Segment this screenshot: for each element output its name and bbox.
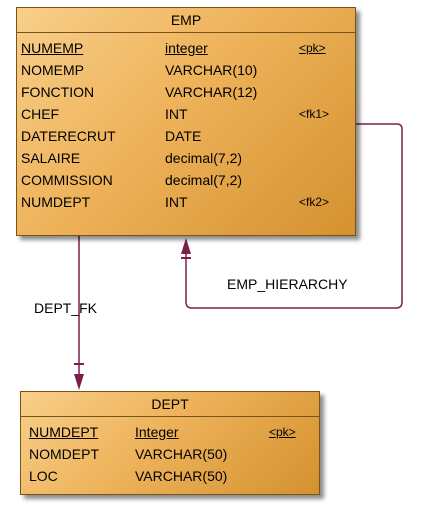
column-row: NOMEMP VARCHAR(10) [17, 59, 355, 81]
column-name: NOMDEPT [29, 446, 99, 462]
column-name: SALAIRE [21, 150, 81, 166]
column-name: NUMDEPT [29, 424, 99, 440]
column-row: CHEF INT <fk1> [17, 103, 355, 125]
column-key: <fk1> [299, 107, 330, 121]
column-key: <pk> [299, 41, 326, 55]
column-type: VARCHAR(10) [165, 62, 258, 78]
column-row: SALAIRE decimal(7,2) [17, 147, 355, 169]
column-type: INT [165, 194, 188, 210]
column-type: VARCHAR(50) [135, 446, 228, 462]
column-name: COMMISSION [21, 172, 113, 188]
column-name: FONCTION [21, 84, 95, 100]
entity-emp[interactable]: EMP NUMEMP integer <pk> NOMEMP VARCHAR(1… [16, 7, 356, 236]
column-type: VARCHAR(50) [135, 468, 228, 484]
emp-hierarchy-line[interactable] [185, 123, 403, 309]
column-key: <fk2> [299, 195, 330, 209]
column-type: decimal(7,2) [165, 172, 243, 188]
relationship-label-emp-hierarchy: EMP_HIERARCHY [227, 276, 348, 292]
column-type: Integer [135, 424, 179, 440]
column-row: NUMEMP integer <pk> [17, 37, 355, 59]
column-row: NOMDEPT VARCHAR(50) [21, 443, 319, 465]
column-type: INT [165, 106, 188, 122]
column-key: <pk> [269, 425, 296, 439]
entity-columns: NUMDEPT Integer <pk> NOMDEPT VARCHAR(50)… [21, 417, 319, 487]
column-type: VARCHAR(12) [165, 84, 258, 100]
column-name: NUMEMP [21, 40, 84, 56]
dept-fk-arrowhead [74, 374, 84, 390]
entity-dept[interactable]: DEPT NUMDEPT Integer <pk> NOMDEPT VARCHA… [20, 391, 320, 495]
column-type: integer [165, 40, 208, 56]
entity-title: DEPT [21, 392, 319, 417]
column-type: DATE [165, 128, 202, 144]
column-row: NUMDEPT Integer <pk> [21, 421, 319, 443]
column-row: COMMISSION decimal(7,2) [17, 169, 355, 191]
entity-columns: NUMEMP integer <pk> NOMEMP VARCHAR(10) F… [17, 33, 355, 213]
emp-hierarchy-arrowhead [181, 238, 191, 254]
entity-title: EMP [17, 8, 355, 33]
column-row: NUMDEPT INT <fk2> [17, 191, 355, 213]
column-name: NUMDEPT [21, 194, 91, 210]
column-name: NOMEMP [21, 62, 84, 78]
column-row: FONCTION VARCHAR(12) [17, 81, 355, 103]
column-type: decimal(7,2) [165, 150, 243, 166]
column-row: LOC VARCHAR(50) [21, 465, 319, 487]
column-name: LOC [29, 468, 58, 484]
column-row: DATERECRUT DATE [17, 125, 355, 147]
column-name: DATERECRUT [21, 128, 116, 144]
relationship-label-dept-fk: DEPT_FK [34, 300, 98, 316]
column-name: CHEF [21, 106, 60, 122]
